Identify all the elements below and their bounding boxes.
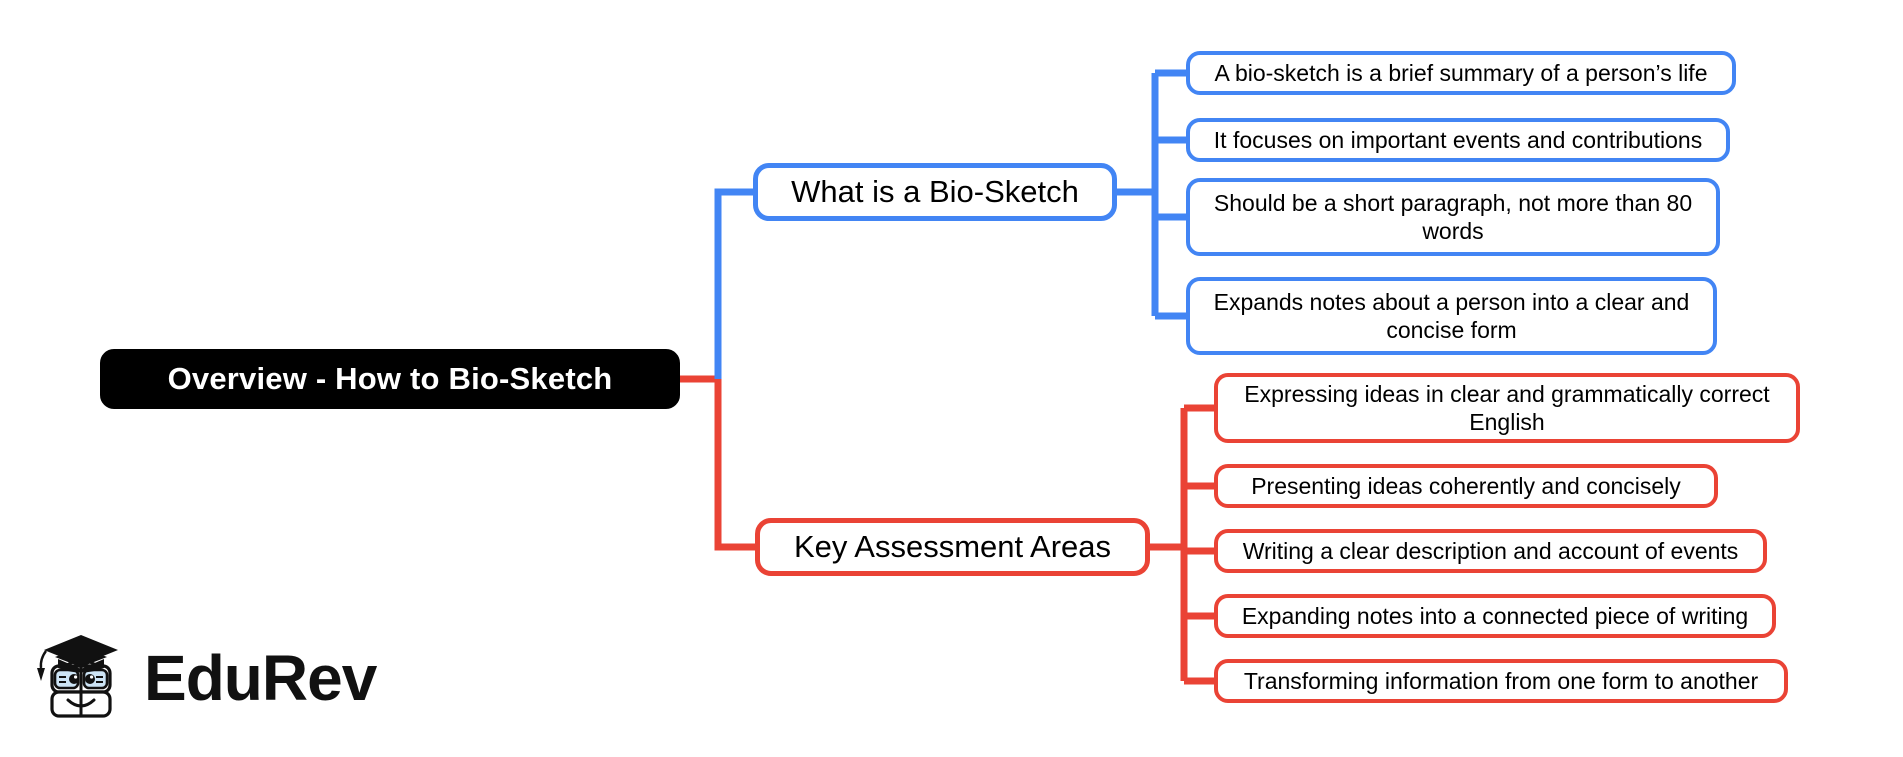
leaf-node-blue-3[interactable]: Should be a short paragraph, not more th… [1186, 178, 1720, 256]
leaf-node-red-3[interactable]: Writing a clear description and account … [1214, 529, 1767, 573]
connector-root-to-red-branch [714, 379, 755, 551]
branch-node-key-assessment-areas[interactable]: Key Assessment Areas [755, 518, 1150, 576]
branch-node-what-is-a-bio-sketch[interactable]: What is a Bio-Sketch [753, 163, 1117, 221]
leaf-node-red-5[interactable]: Transforming information from one form t… [1214, 659, 1788, 703]
leaf-node-red-2[interactable]: Presenting ideas coherently and concisel… [1214, 464, 1718, 508]
leaf-node-blue-2[interactable]: It focuses on important events and contr… [1186, 118, 1730, 162]
leaf-node-blue-4[interactable]: Expands notes about a person into a clea… [1186, 277, 1717, 355]
leaf-node-red-4[interactable]: Expanding notes into a connected piece o… [1214, 594, 1776, 638]
root-node[interactable]: Overview - How to Bio-Sketch [100, 349, 680, 409]
leaf-node-red-1[interactable]: Expressing ideas in clear and grammatica… [1214, 373, 1800, 443]
edurev-wordmark: EduRev [144, 642, 377, 714]
edurev-logo: EduRev [24, 626, 384, 730]
connector-root-to-blue-branch [714, 188, 753, 379]
graduation-cap-mascot-icon [37, 635, 118, 718]
leaf-node-blue-1[interactable]: A bio-sketch is a brief summary of a per… [1186, 51, 1736, 95]
